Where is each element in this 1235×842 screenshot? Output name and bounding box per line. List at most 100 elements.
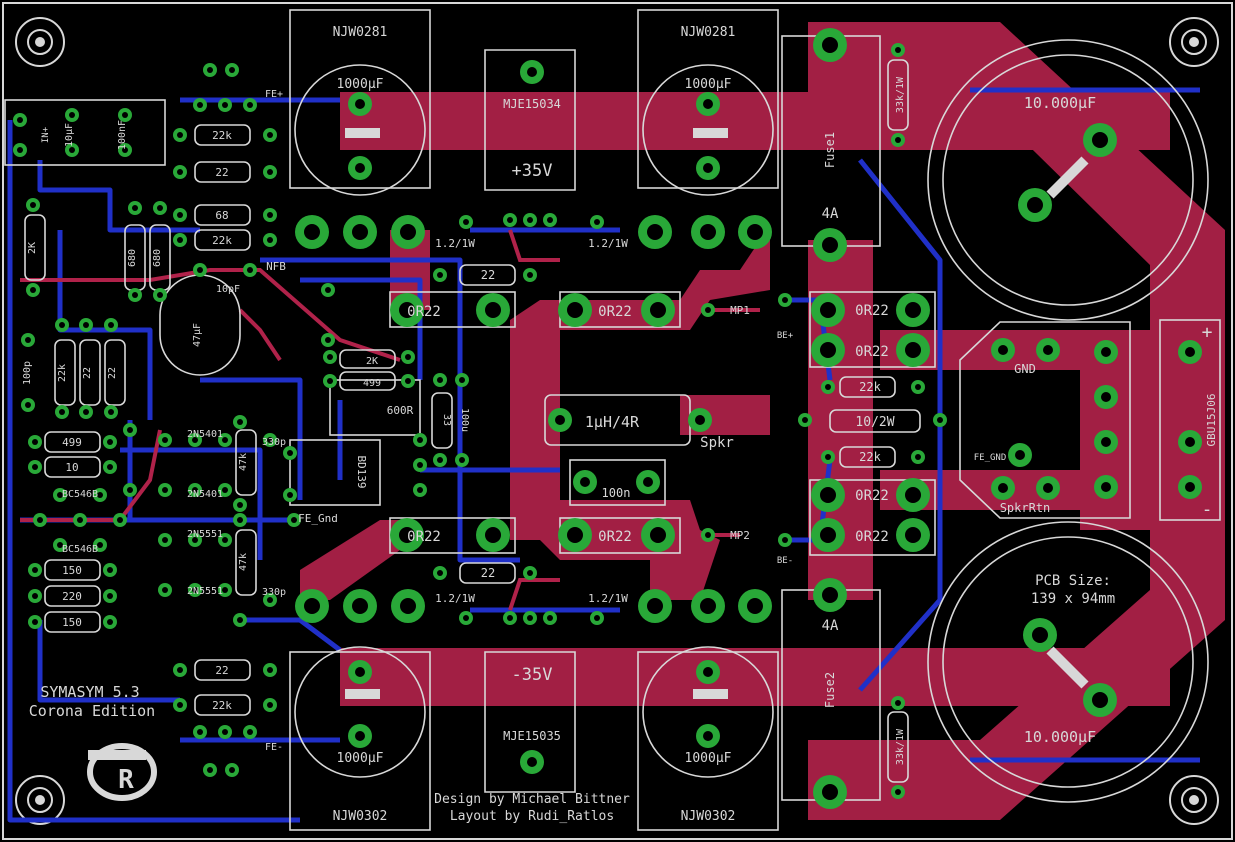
pad-hole: [1101, 437, 1111, 447]
pad-hole: [355, 99, 365, 109]
logo: R: [87, 743, 157, 801]
pad-hole: [192, 537, 198, 543]
label-cbig2: 10.000µF: [1024, 728, 1096, 746]
pad-hole: [192, 487, 198, 493]
label-r22-f: 22: [82, 367, 93, 379]
pad-hole: [527, 67, 537, 77]
pad-hole: [802, 417, 808, 423]
label-r22-a: 22: [481, 268, 495, 282]
pad-hole: [355, 163, 365, 173]
pad-hole: [267, 212, 273, 218]
label-c47uf: 47µF: [192, 323, 203, 347]
label-vneg: -35V: [512, 665, 553, 685]
pad-hole: [703, 731, 713, 741]
label-r220: 220: [62, 590, 82, 603]
label-r0r22-6: 0R22: [855, 344, 889, 360]
pad-hole: [820, 527, 836, 543]
label-r47k-b: 47k: [238, 553, 249, 571]
pad-hole: [1092, 692, 1108, 708]
pad-hole: [127, 427, 133, 433]
pad-hole: [703, 667, 713, 677]
silk-outlines: [4, 9, 1221, 831]
pad-hole: [32, 567, 38, 573]
pad-hole: [594, 615, 600, 621]
pad-hole: [820, 487, 836, 503]
pad-hole: [822, 37, 838, 53]
pad-hole: [237, 517, 243, 523]
label-r2k: 2K: [366, 356, 378, 367]
pad-hole: [463, 615, 469, 621]
label-r22k-e: 22k: [212, 699, 232, 712]
cap-polarity: [345, 128, 1089, 699]
pad-hole: [267, 132, 273, 138]
pad-hole: [485, 527, 501, 543]
label-fe-neg: FE-: [265, 742, 283, 753]
label-fuse1: Fuse1: [823, 132, 837, 168]
resistors: [24, 59, 921, 783]
pad-hole: [905, 302, 921, 318]
label-r499-b: 499: [62, 436, 82, 449]
label-c330p-a: 330p: [262, 437, 286, 448]
pad-hole: [237, 502, 243, 508]
pad-hole: [132, 205, 138, 211]
pad-hole: [267, 597, 273, 603]
label-r150-b: 150: [62, 616, 82, 629]
label-r33k-1: 33k/1W: [895, 76, 906, 113]
label-q1: NJW0281: [333, 25, 388, 40]
label-bridge: GBU15J06: [1205, 394, 1218, 447]
pad-hole: [122, 112, 128, 118]
label-c3: 1000µF: [337, 751, 384, 766]
top-copper: [300, 22, 1225, 820]
label-2n5401-a: 2N5401: [187, 429, 223, 440]
pad-hole: [405, 354, 411, 360]
label-r2k-b: 2K: [27, 242, 38, 254]
pad-hole: [37, 517, 43, 523]
pad-hole: [30, 202, 36, 208]
pad-hole: [1101, 392, 1111, 402]
pad-hole: [207, 67, 213, 73]
pad-hole: [222, 102, 228, 108]
pad-hole: [247, 729, 253, 735]
label-r22-g: 22: [107, 367, 118, 379]
top-signal-traces: [20, 229, 760, 611]
pad-hole: [304, 224, 320, 240]
pad-hole: [107, 567, 113, 573]
label-c10pf: 10pF: [216, 284, 240, 295]
pad-hole: [25, 337, 31, 343]
pad-hole: [122, 147, 128, 153]
pad-hole: [267, 667, 273, 673]
pad-hole: [247, 102, 253, 108]
logo-letter: R: [118, 765, 134, 795]
pad-hole: [825, 384, 831, 390]
pad-hole: [437, 457, 443, 463]
pad-hole: [237, 617, 243, 623]
label-c100n: 100n: [602, 486, 631, 500]
label-q4: NJW0302: [681, 809, 736, 824]
pad-hole: [507, 217, 513, 223]
pad-hole: [782, 537, 788, 543]
label-be-pos: BE+: [777, 331, 794, 341]
pad-hole: [820, 342, 836, 358]
label-r0r22-1: 0R22: [407, 304, 441, 320]
label-r22k-f: 22k: [57, 364, 68, 382]
pad-hole: [1185, 437, 1195, 447]
pad-hole: [192, 437, 198, 443]
label-r10: 10: [65, 461, 78, 474]
pad-hole: [485, 302, 501, 318]
pad-hole: [703, 163, 713, 173]
label-2n5551-a: 2N5551: [187, 529, 223, 540]
label-2n5551-b: 2N5551: [187, 586, 223, 597]
label-2n5401-b: 2N5401: [187, 489, 223, 500]
label-q2: NJW0281: [681, 25, 736, 40]
label-fuse1-rating: 4A: [822, 206, 839, 222]
pad-hole: [400, 598, 416, 614]
label-gnd: GND: [1014, 362, 1036, 376]
label-r22k-c: 22k: [212, 129, 232, 142]
pad-hole: [399, 527, 415, 543]
label-r68: 68: [215, 209, 228, 222]
pad-hole: [77, 517, 83, 523]
pad-hole: [695, 415, 705, 425]
pad-hole: [580, 477, 590, 487]
pad-hole: [547, 217, 553, 223]
